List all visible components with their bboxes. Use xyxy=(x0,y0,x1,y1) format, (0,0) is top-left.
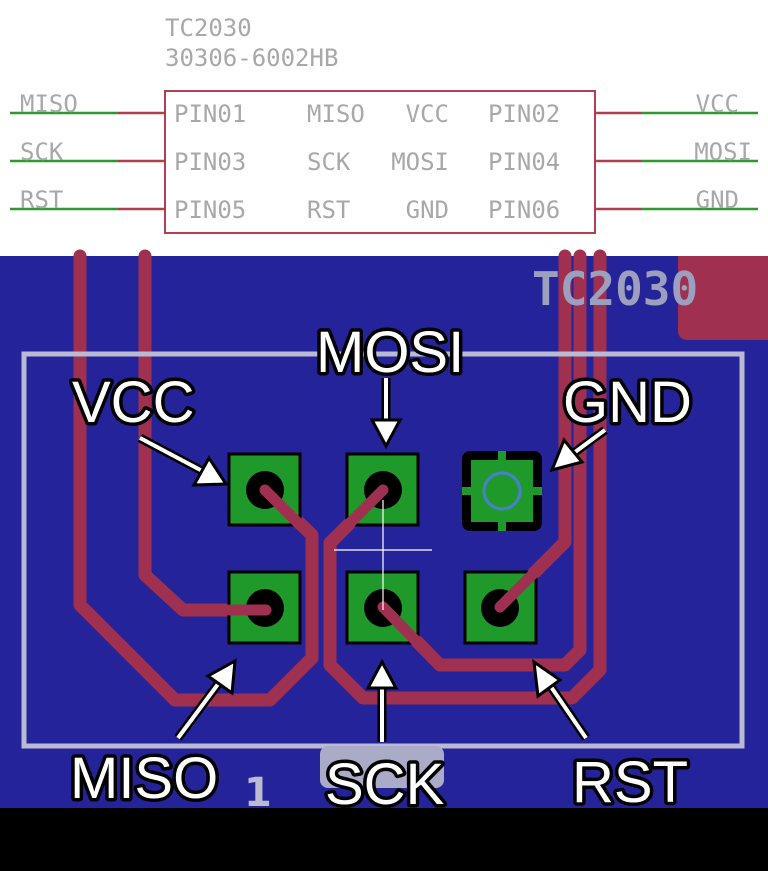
signal-name-miso: MISO xyxy=(307,100,365,128)
callout-gnd: GND xyxy=(563,370,692,435)
arrow-rst xyxy=(532,658,590,741)
net-label-gnd: GND xyxy=(696,186,739,214)
pad-hole xyxy=(482,471,522,511)
part-value: 30306-6002HB xyxy=(165,44,338,72)
signal-name-vcc: VCC xyxy=(406,100,449,128)
pin-name-06: PIN06 xyxy=(488,196,560,224)
pad-gnd xyxy=(462,451,542,531)
net-label-miso: MISO xyxy=(20,90,78,118)
schematic-symbol: TC2030 30306-6002HB MISO SCK RST VCC MOS… xyxy=(10,14,758,234)
pad-miso xyxy=(227,570,302,645)
callout-miso: MISO xyxy=(70,746,218,811)
silkscreen-tab xyxy=(320,746,444,788)
net-label-mosi: MOSI xyxy=(694,138,752,166)
arrow-sck xyxy=(365,658,399,742)
arrow-mosi xyxy=(369,378,403,450)
arrow-vcc xyxy=(137,434,229,487)
arrow-miso xyxy=(174,658,237,741)
part-name: TC2030 xyxy=(165,14,252,42)
arrow-gnd xyxy=(549,426,608,473)
right-pins xyxy=(595,111,758,211)
trace-mosi-return xyxy=(461,249,607,705)
signal-name-gnd: GND xyxy=(406,196,449,224)
net-label-sck: SCK xyxy=(20,138,64,166)
trace-vcc xyxy=(73,249,319,707)
pin-name-01: PIN01 xyxy=(174,100,246,128)
pin-name-05: PIN05 xyxy=(174,196,246,224)
pin-name-02: PIN02 xyxy=(488,100,560,128)
pcb-layout: TC2030 1 xyxy=(0,249,768,821)
net-label-rst: RST xyxy=(20,186,63,214)
callout-sck: SCK xyxy=(325,752,445,817)
stub-rst xyxy=(494,566,541,613)
pin-name-04: PIN04 xyxy=(488,148,560,176)
stub-sck xyxy=(377,601,424,649)
thermal-spoke xyxy=(462,487,542,495)
stub-mosi xyxy=(342,484,389,531)
left-pins xyxy=(10,111,165,211)
pcb-title: TC2030 xyxy=(532,262,698,316)
net-label-vcc: VCC xyxy=(696,90,739,118)
callout-vcc: VCC xyxy=(72,370,194,435)
callout-rst: RST xyxy=(572,750,688,815)
signal-name-rst: RST xyxy=(307,196,350,224)
signal-name-mosi: MOSI xyxy=(391,148,449,176)
copper-pour xyxy=(678,256,768,340)
stub-vcc xyxy=(259,484,306,531)
callout-arrows xyxy=(137,378,608,742)
pin-name-03: PIN03 xyxy=(174,148,246,176)
origin-crosshair xyxy=(334,500,432,610)
bottom-band xyxy=(0,808,768,871)
signal-name-sck: SCK xyxy=(307,148,351,176)
callout-mosi: MOSI xyxy=(316,320,464,385)
pad-trace-stubs xyxy=(224,484,541,649)
